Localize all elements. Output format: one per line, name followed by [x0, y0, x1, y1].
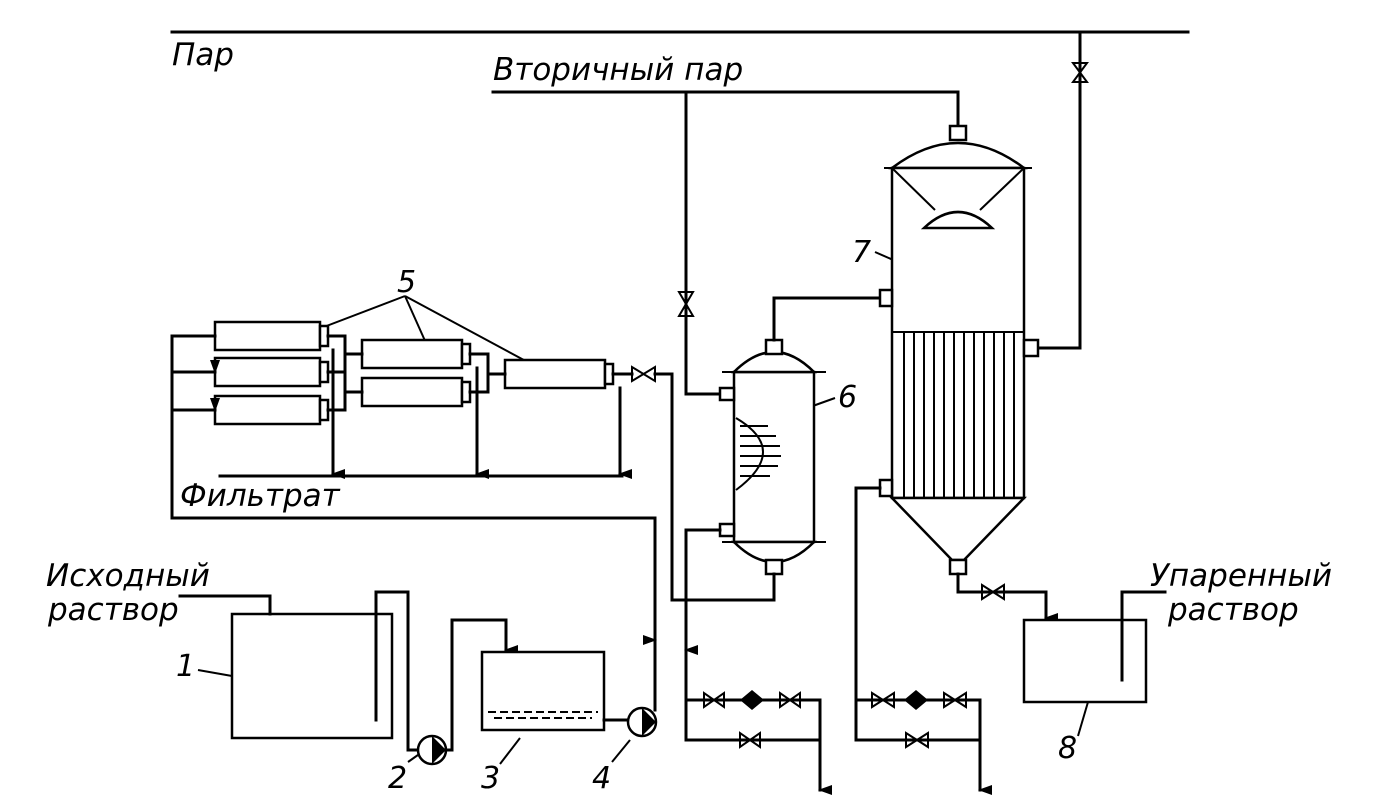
uf-outlet-valve-icon	[631, 365, 656, 383]
evaporated-solution-label-line2: раствор	[1167, 592, 1299, 628]
heater-6	[718, 338, 826, 576]
secondary-steam-label: Вторичный пар	[493, 52, 743, 88]
evaporator-7	[878, 124, 1040, 576]
product-tank-8	[1022, 590, 1167, 704]
trap-valve-icon	[779, 691, 801, 709]
number-6: 6	[838, 380, 857, 415]
pump-2	[416, 618, 518, 766]
heater-piping	[684, 296, 882, 742]
feed-solution-label-line2: раствор	[47, 592, 179, 628]
number-4: 4	[592, 761, 611, 796]
uf-piping	[170, 334, 688, 712]
steam-header	[170, 30, 1190, 350]
number-2: 2	[388, 761, 407, 796]
evap-trap-valve-icon	[943, 691, 967, 709]
secondary-steam-valve-icon	[677, 291, 695, 317]
filtrate-label: Фильтрат	[180, 478, 341, 514]
number-5: 5	[397, 265, 416, 300]
evaporator-piping	[854, 486, 1058, 795]
number-8: 8	[1058, 731, 1077, 766]
ultrafiltration-modules	[213, 320, 615, 426]
steam-label: Пар	[172, 37, 234, 73]
evaporated-solution-label-line1: Упаренный	[1150, 558, 1332, 594]
heater-condensate-trap	[684, 690, 832, 795]
trap-valve-icon	[703, 691, 725, 709]
bypass-valve-icon	[739, 731, 761, 749]
trap-icon	[740, 690, 764, 710]
intermediate-tank-3	[480, 650, 606, 732]
steam-valve-icon	[1071, 62, 1089, 83]
evap-trap-icon	[904, 690, 928, 710]
number-1: 1	[176, 649, 195, 684]
feed-tank-1	[178, 590, 422, 752]
secondary-steam-line	[491, 90, 960, 396]
evap-trap-valve-icon	[871, 691, 895, 709]
feed-solution-label-line1: Исходный	[46, 558, 210, 594]
evap-bypass-valve-icon	[905, 731, 929, 749]
number-3: 3	[481, 761, 500, 796]
pump-4	[602, 635, 658, 738]
number-7: 7	[852, 235, 871, 270]
product-valve-icon	[981, 583, 1005, 601]
